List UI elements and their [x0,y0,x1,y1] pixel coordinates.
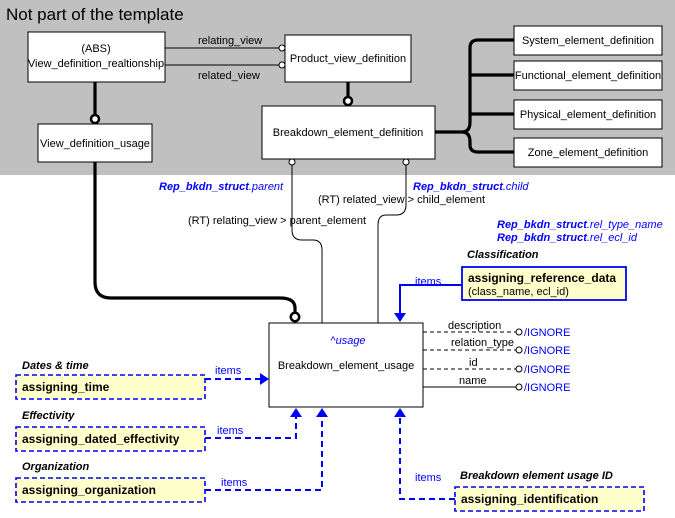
relating-view-end [278,44,286,52]
assigning-dated-effectivity-name: assigning_dated_effectivity [22,432,180,446]
attr-relation-type-value: /IGNORE [524,345,570,357]
region-title: Not part of the template [6,5,184,24]
zone-element-definition-box: Zone_element_definition [513,137,663,168]
system-element-definition-box: System_element_definition [513,25,663,56]
physical-element-definition-box: Physical_element_definition [513,99,663,130]
fed-label: Functional_element_definition [515,70,661,82]
assigning-time-box: assigning_time [15,374,206,400]
beu-label: Breakdown_element_usage [278,360,414,372]
product-view-definition-box: Product_view_definition [284,34,412,83]
organization-arrowhead [316,408,328,417]
assigning-reference-data-params: (class_name, ecl_id) [468,286,569,298]
rt-relating-view-label: (RT) relating_view > parent_element [188,215,366,227]
attr-relation-type-name: relation_type [451,337,514,349]
attribute-name: name /IGNORE [423,375,570,394]
vdu-beu-end [289,311,301,323]
view-definition-relationship-box: (ABS) View_definition_realtionship [27,31,166,83]
attribute-relation-type: relation_type /IGNORE [423,337,570,357]
vdr-name-label: View_definition_realtionship [28,58,164,70]
breakdown-element-definition-box: Breakdown_element_definition [261,105,436,160]
pvd-bed-end [342,95,354,107]
identification-arrowhead [394,408,406,417]
zed-label: Zone_element_definition [528,147,648,159]
subtype-tree [435,38,514,154]
classification-arrowhead [394,313,406,322]
bed-label: Breakdown_element_definition [273,127,423,139]
identification-link-label: items [415,472,442,484]
classification-link [399,284,462,314]
attr-description-value: /IGNORE [524,327,570,339]
assigning-identification-name: assigning_identification [461,492,598,506]
classification-category: Classification [467,249,539,261]
vdr-vdu-end [89,113,101,125]
sed-label: System_element_definition [522,35,654,47]
attr-description-name: description [448,320,501,332]
rel-ecl-ref: Rep_bkdn_struct.rel_ecl_id [497,232,638,244]
pvd-label: Product_view_definition [290,53,406,65]
attr-name-name: name [459,375,487,387]
assigning-reference-data-name: assigning_reference_data [468,271,616,285]
assigning-dated-effectivity-box: assigning_dated_effectivity [15,426,206,452]
effectivity-link [205,416,297,439]
assigning-time-name: assigning_time [22,380,110,394]
identification-category: Breakdown element usage ID [460,470,613,482]
related-view-label: related_view [198,70,260,82]
breakdown-element-usage-box: ^usage Breakdown_element_usage [268,322,424,408]
ped-label: Physical_element_definition [520,109,656,121]
related-view-end [278,61,286,69]
dates-time-arrowhead [260,373,269,385]
assigning-identification-box: assigning_identification [454,486,645,512]
vdr-abs-label: (ABS) [81,43,110,55]
effectivity-category: Effectivity [22,410,75,422]
usage-marker: ^usage [330,335,365,347]
attr-id-name: id [469,357,478,369]
child-ref: Rep_bkdn_struct.child [413,181,529,193]
child-element-end [402,158,410,166]
effectivity-link-label: items [217,425,244,437]
view-definition-usage-box: View_definition_usage [37,123,153,163]
classification-link-label: items [415,276,442,288]
parent-element-line [291,165,323,323]
attr-id-value: /IGNORE [524,364,570,376]
rel-type-ref: Rep_bkdn_struct.rel_type_name [497,219,663,231]
attribute-description: description /IGNORE [423,320,570,339]
dates-time-category: Dates & time [22,360,89,372]
parent-ref: Rep_bkdn_struct.parent [159,181,284,193]
vdu-label: View_definition_usage [40,138,150,150]
attr-name-value: /IGNORE [524,382,570,394]
relating-view-label: relating_view [198,35,262,47]
assigning-organization-name: assigning_organization [22,483,156,497]
identification-link [399,416,455,500]
assigning-reference-data-box: assigning_reference_data (class_name, ec… [461,266,627,301]
child-element-line [377,165,407,323]
dates-time-link-label: items [215,365,242,377]
organization-category: Organization [22,461,90,473]
vdu-beu-line [93,162,297,313]
functional-element-definition-box: Functional_element_definition [513,60,663,91]
assigning-organization-box: assigning_organization [15,477,206,503]
effectivity-arrowhead [290,408,302,417]
organization-link-label: items [221,477,248,489]
parent-element-end [288,158,296,166]
rt-related-view-label: (RT) related_view > child_element [318,194,485,206]
attribute-id: id /IGNORE [423,357,570,376]
